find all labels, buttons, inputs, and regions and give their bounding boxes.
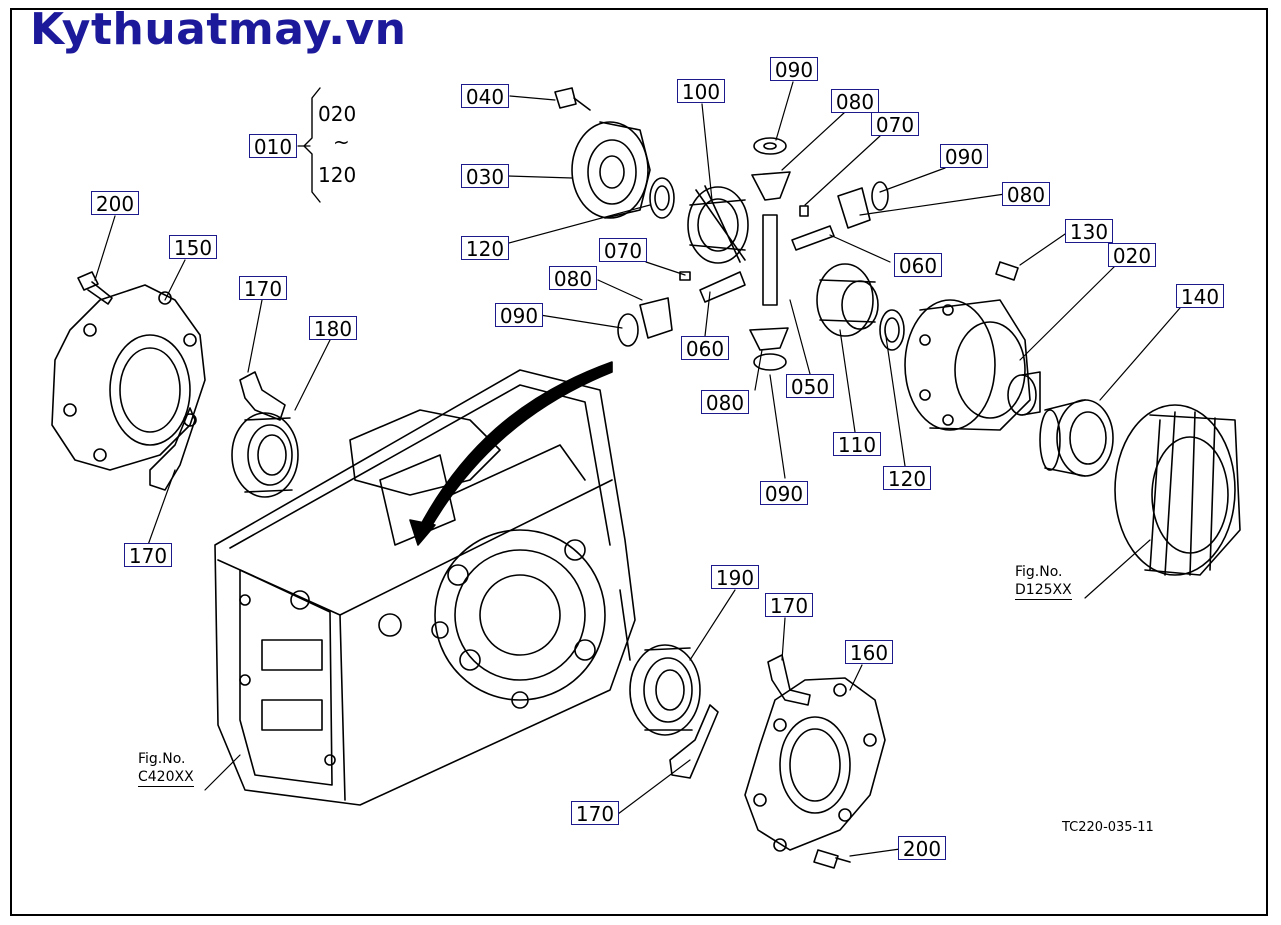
part-label-170-lower-left[interactable]: 170 (124, 543, 172, 568)
part-label-150[interactable]: 150 (169, 235, 217, 260)
transmission-case (214, 369, 636, 806)
figure-ref-ring-gear-line1: Fig.No. (1015, 564, 1063, 580)
part-label-170-upper-right[interactable]: 170 (765, 593, 813, 618)
pinion-090-top (753, 137, 787, 155)
part-label-170-upper-left[interactable]: 170 (239, 276, 287, 301)
bearing-140 (1039, 399, 1114, 477)
part-label-040[interactable]: 040 (461, 84, 509, 109)
part-label-050[interactable]: 050 (786, 374, 834, 399)
shim-120-bottom (879, 309, 905, 351)
range-to: 120 (318, 163, 357, 187)
part-label-010[interactable]: 010 (249, 134, 297, 159)
range-separator: ~ (333, 130, 350, 154)
side-gear-110 (816, 263, 879, 337)
ring-gear (1114, 404, 1241, 576)
pinion-gear-left (617, 297, 673, 347)
figure-ref-case-line2: C420XX (138, 769, 194, 787)
part-label-020[interactable]: 020 (1108, 243, 1156, 268)
figure-ref-case-line1: Fig.No. (138, 751, 186, 767)
part-label-110[interactable]: 110 (833, 432, 881, 457)
right-cover (744, 677, 886, 852)
part-label-200-bottom[interactable]: 200 (898, 836, 946, 861)
part-label-190[interactable]: 190 (711, 565, 759, 590)
part-label-080-top[interactable]: 080 (831, 89, 879, 114)
part-label-070-left[interactable]: 070 (599, 238, 647, 263)
differential-case (904, 299, 1041, 431)
part-label-100[interactable]: 100 (677, 79, 725, 104)
pinion-gear-bottom (749, 327, 789, 371)
part-label-060-right[interactable]: 060 (894, 253, 942, 278)
part-label-080-right[interactable]: 080 (1002, 182, 1050, 207)
watermark-logo: Kythuatmay.vn (30, 4, 407, 55)
pinion-gear-top (751, 171, 791, 201)
bolt-top-left (77, 271, 113, 305)
bolt-130 (995, 261, 1019, 281)
pinion-shaft-050 (762, 214, 778, 306)
part-label-130[interactable]: 130 (1065, 219, 1113, 244)
part-label-170-lower-right[interactable]: 170 (571, 801, 619, 826)
part-label-060-left[interactable]: 060 (681, 336, 729, 361)
pin-060-left (679, 271, 746, 303)
part-label-090-left[interactable]: 090 (495, 303, 543, 328)
range-bracket (303, 87, 321, 203)
bearing-190 (629, 644, 701, 736)
bolt-bottom-right (813, 849, 851, 869)
part-label-090-bottom[interactable]: 090 (760, 481, 808, 506)
lock-plate-right (669, 654, 811, 779)
bearing-cover-030 (571, 121, 651, 219)
direction-arrow (409, 361, 613, 546)
part-label-160[interactable]: 160 (845, 640, 893, 665)
side-gear-100 (687, 185, 749, 264)
bolt-040 (554, 87, 591, 111)
part-label-120-bottom[interactable]: 120 (883, 466, 931, 491)
part-label-030[interactable]: 030 (461, 164, 509, 189)
part-label-200-top[interactable]: 200 (91, 191, 139, 216)
part-label-080-left[interactable]: 080 (549, 266, 597, 291)
pinion-gear-right (837, 181, 889, 229)
part-label-120-top[interactable]: 120 (461, 236, 509, 261)
drawing-reference-code: TC220-035-11 (1062, 820, 1154, 835)
leader-lines (94, 81, 1181, 857)
part-label-090-right[interactable]: 090 (940, 144, 988, 169)
range-from: 020 (318, 102, 357, 126)
part-label-080-bottom[interactable]: 080 (701, 390, 749, 415)
figure-ref-ring-gear[interactable]: Fig.No. D125XX (1015, 563, 1072, 600)
bearing-left (231, 412, 299, 498)
figure-ref-ring-gear-line2: D125XX (1015, 582, 1072, 600)
diagram-frame (10, 8, 1268, 916)
part-label-090-top[interactable]: 090 (770, 57, 818, 82)
lock-plate-left (149, 371, 286, 491)
part-label-140[interactable]: 140 (1176, 284, 1224, 309)
left-cover (51, 284, 206, 471)
shim-120-top (649, 177, 675, 219)
figure-ref-case[interactable]: Fig.No. C420XX (138, 750, 194, 787)
pin-060-right (791, 205, 835, 251)
part-label-070-top[interactable]: 070 (871, 112, 919, 137)
part-label-180[interactable]: 180 (309, 316, 357, 341)
